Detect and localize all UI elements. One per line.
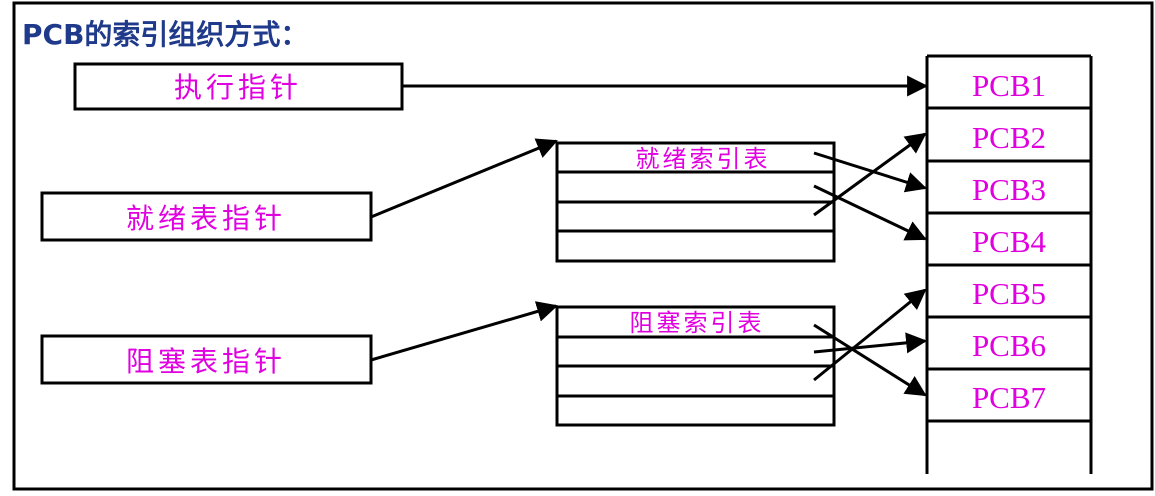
ready-pointer-box: 就绪表指针 [40,191,373,242]
blocked-pointer-label: 阻塞表指针 [126,345,286,378]
ready-index-table-label: 就绪索引表 [636,145,771,173]
arrows [370,75,929,397]
pcb-cell-5: PCB5 [972,276,1046,311]
blocked-index-table-label: 阻塞索引表 [630,309,765,337]
pcb-cell-1: PCB1 [972,68,1046,103]
arrow-blocked-pointer-to-table [370,301,559,362]
pcb-cell-4: PCB4 [972,224,1047,259]
exec-pointer-box: 执行指针 [73,62,404,111]
pcb-cell-6: PCB6 [972,328,1046,363]
blocked-index-table: 阻塞索引表 [555,305,836,427]
pcb-cell-7: PCB7 [972,380,1046,415]
outer-frame [12,1,1154,491]
arrow-blocked-row3-to-pcb5 [813,288,927,382]
arrow-blocked-row2-to-pcb6 [813,332,928,354]
pcb-cell-2: PCB2 [972,120,1046,155]
ready-index-table: 就绪索引表 [555,141,836,263]
arrow-ready-row3-to-pcb2 [813,132,927,217]
arrow-ready-row2-to-pcb4 [813,184,927,241]
page-title: PCB的索引组织方式： [22,18,308,51]
ready-pointer-label: 就绪表指针 [126,202,286,235]
exec-pointer-label: 执行指针 [174,71,302,104]
pcb-cell-3: PCB3 [972,172,1046,207]
blocked-pointer-box: 阻塞表指针 [40,334,373,385]
arrow-ready-row1-to-pcb3 [813,151,928,193]
pcb-table: PCB1 PCB2 PCB3 PCB4 PCB5 PCB6 PCB7 [925,54,1093,474]
arrow-blocked-row1-to-pcb7 [813,323,927,397]
arrow-ready-pointer-to-table [370,138,558,219]
